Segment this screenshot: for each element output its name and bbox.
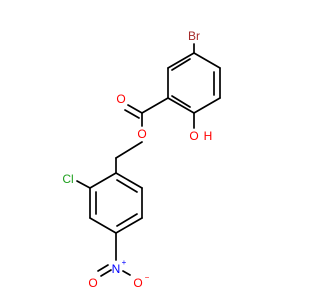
bond-nitro-single: [122, 270, 131, 276]
nitro-oxygen-left-label: O: [88, 276, 97, 290]
nitro-oxygen-charge-label: −: [145, 273, 150, 282]
bond-to-chlorine: [76, 180, 91, 189]
bond-inner: [116, 213, 138, 227]
bond: [115, 217, 143, 234]
nitro-oxygen-bottom-label: O: [133, 276, 142, 290]
hydroxyl-oxygen-label: O: [189, 129, 198, 143]
bond-inner: [116, 179, 138, 193]
bond: [89, 217, 117, 234]
bond-to-carbonyl-carbon: [141, 97, 169, 114]
bond: [193, 97, 221, 114]
ester-oxygen-label: O: [137, 127, 146, 141]
hydroxyl-hydrogen-label: H: [204, 129, 213, 143]
molecule-diagram: Br O H O O Cl N + O O −: [62, 29, 221, 290]
bond: [89, 172, 117, 189]
bond-oxygen-ch2: [115, 141, 143, 159]
bond-carbonyl-2: [124, 109, 140, 119]
bromine-label: Br: [188, 29, 200, 43]
nitrogen-charge-label: +: [122, 258, 127, 267]
chlorine-label: Cl: [62, 172, 73, 186]
bond-nitro-double-2: [97, 264, 109, 272]
nitrogen-label: N: [112, 262, 121, 276]
bond-nitro-double-1: [100, 269, 112, 277]
bond-inner: [171, 95, 191, 108]
upper-ring: [167, 52, 221, 114]
bond: [167, 52, 195, 69]
structure-svg: Br O H O O Cl N + O O −: [62, 29, 221, 290]
bond: [167, 97, 195, 114]
bond-inner: [171, 58, 191, 71]
carbonyl-oxygen-label: O: [116, 92, 125, 106]
lower-ring: [89, 172, 143, 234]
bond: [193, 52, 221, 69]
bond-carbonyl-1: [127, 104, 143, 114]
bond: [115, 172, 143, 189]
